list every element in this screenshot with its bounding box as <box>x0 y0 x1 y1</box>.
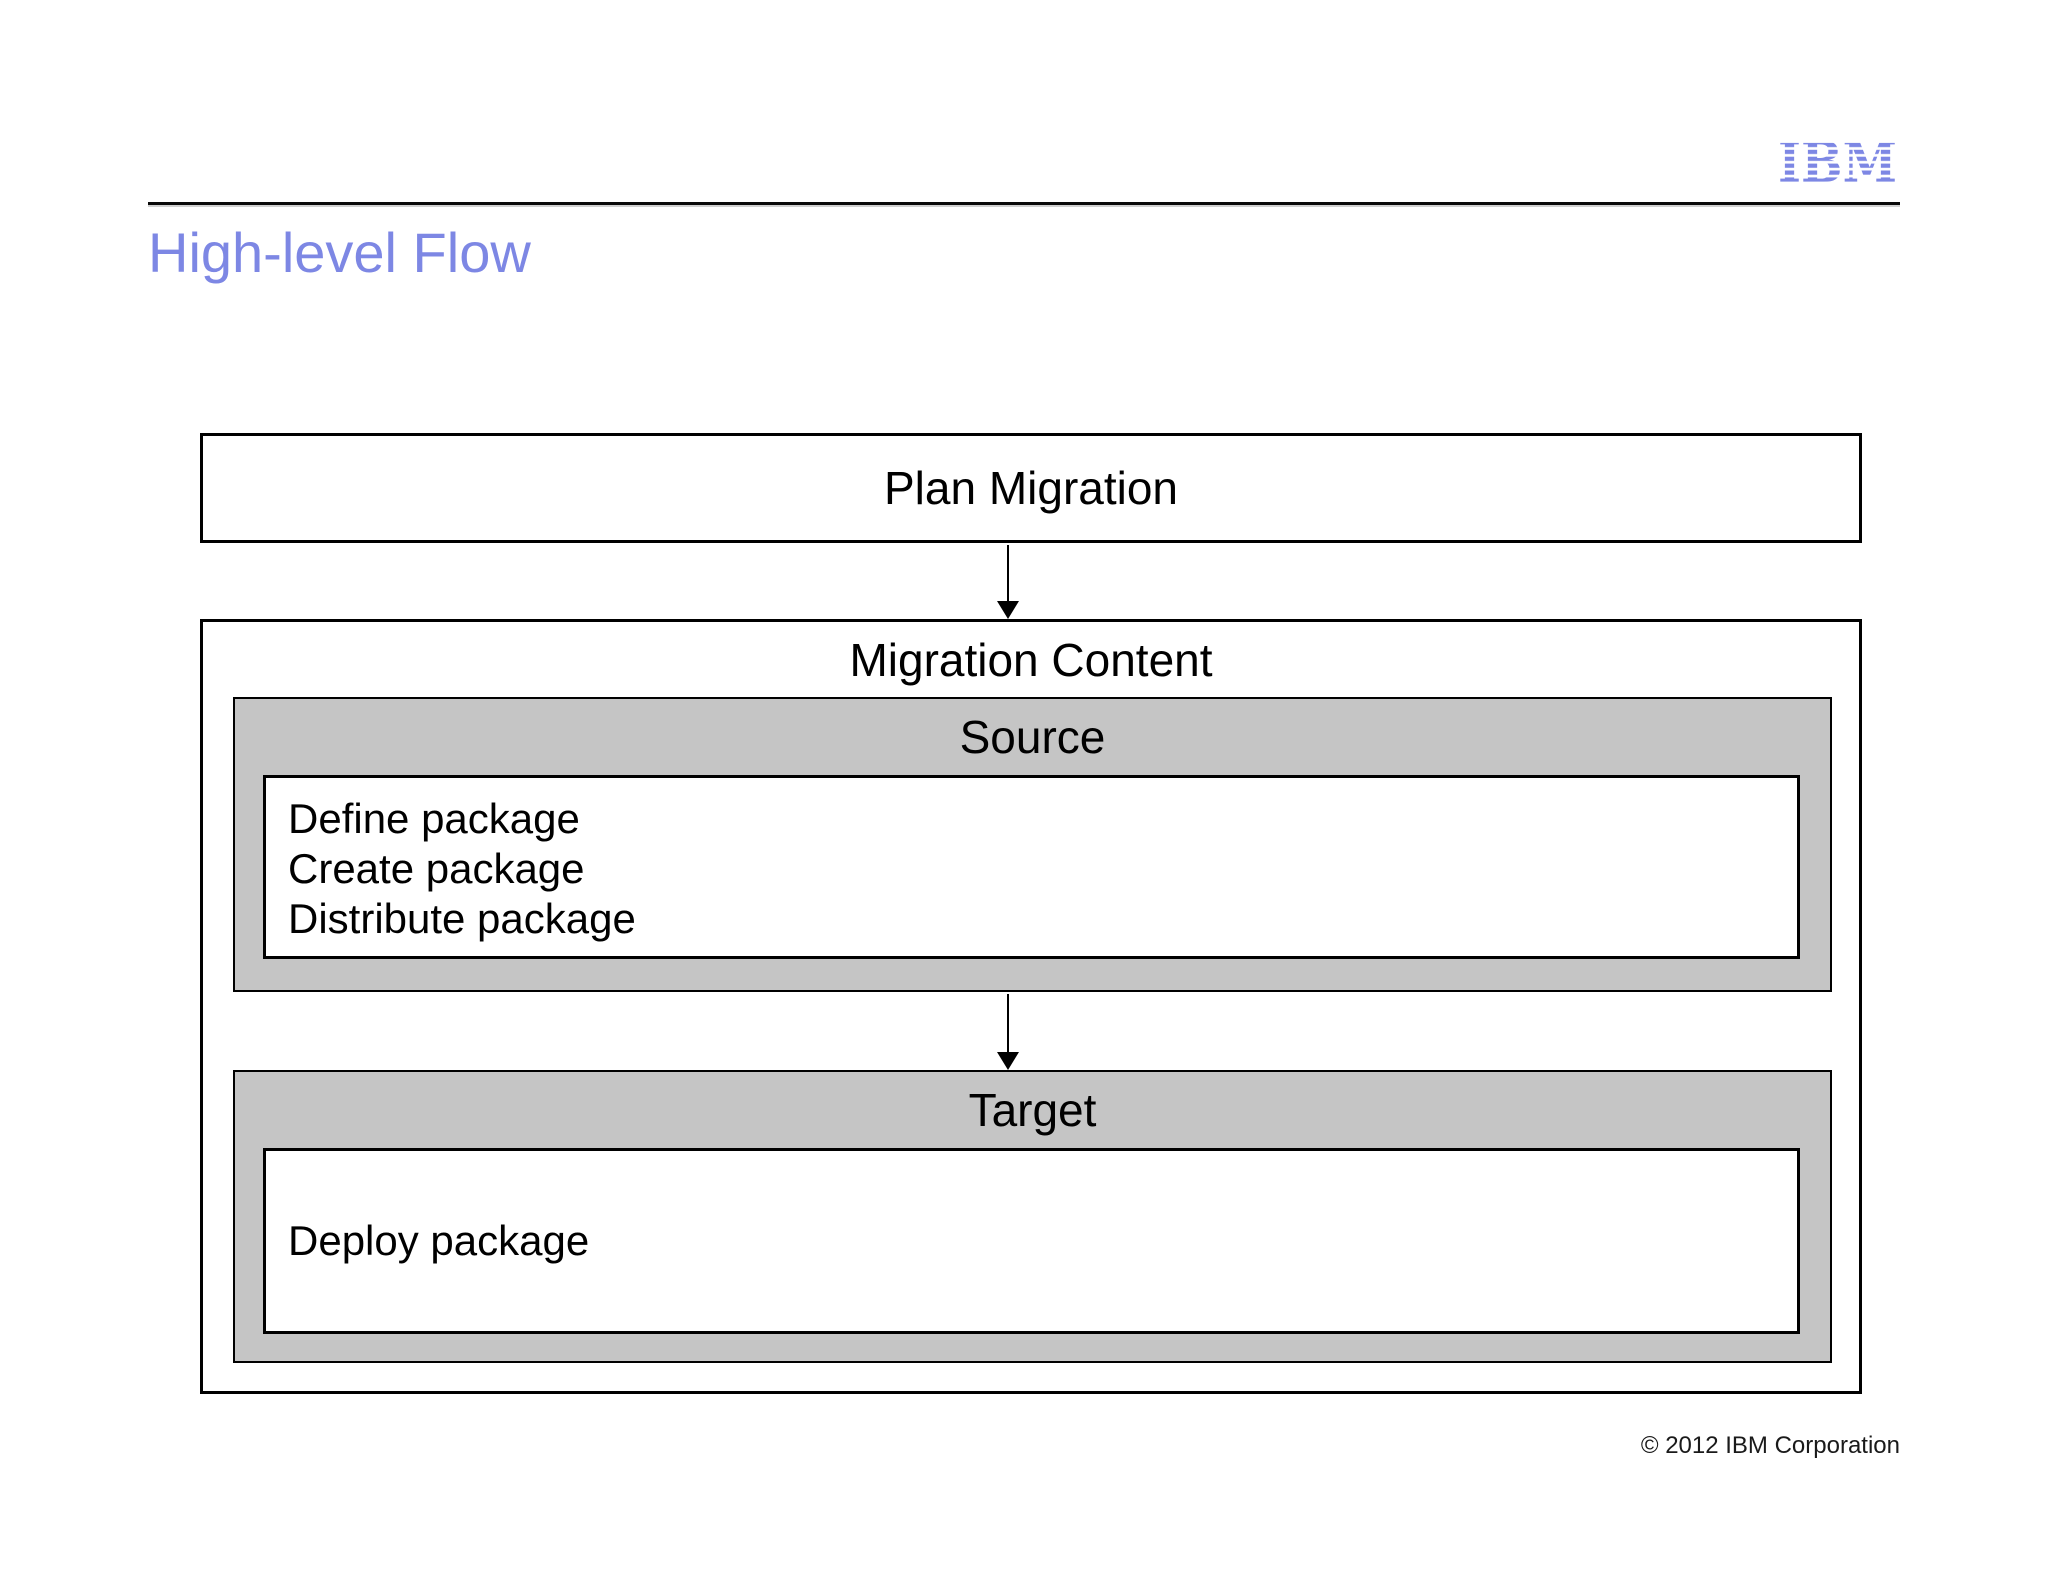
copyright-text: © 2012 IBM Corporation <box>1640 1432 1900 1459</box>
ibm-logo-icon: IBM <box>1778 135 1897 190</box>
arrow-source-to-target <box>997 994 1019 1070</box>
source-label: Source <box>959 711 1106 763</box>
arrow-head-icon <box>997 1052 1019 1070</box>
plan-migration-label: Plan Migration <box>883 462 1179 514</box>
step-create-package: Create package <box>288 845 585 892</box>
migration-content-box: Migration Content Source Define package … <box>200 619 1862 1394</box>
source-steps-box: Define package Create package Distribute… <box>263 775 1800 959</box>
step-define-package: Define package <box>288 795 580 842</box>
header-divider <box>148 202 1900 205</box>
plan-migration-box: Plan Migration <box>200 433 1862 543</box>
ibm-logo-text: IBM <box>1778 135 1897 190</box>
arrow-plan-to-content <box>997 545 1019 619</box>
migration-content-label: Migration Content <box>849 634 1213 686</box>
target-box: Target Deploy package <box>233 1070 1832 1363</box>
arrow-shaft <box>1007 994 1009 1054</box>
page-title: High-level Flow <box>148 221 531 284</box>
target-steps-box: Deploy package <box>263 1148 1800 1334</box>
arrow-head-icon <box>997 601 1019 619</box>
step-distribute-package: Distribute package <box>288 895 636 942</box>
step-deploy-package: Deploy package <box>288 1217 590 1264</box>
target-label: Target <box>968 1084 1097 1136</box>
source-box: Source Define package Create package Dis… <box>233 697 1832 992</box>
arrow-shaft <box>1007 545 1009 603</box>
